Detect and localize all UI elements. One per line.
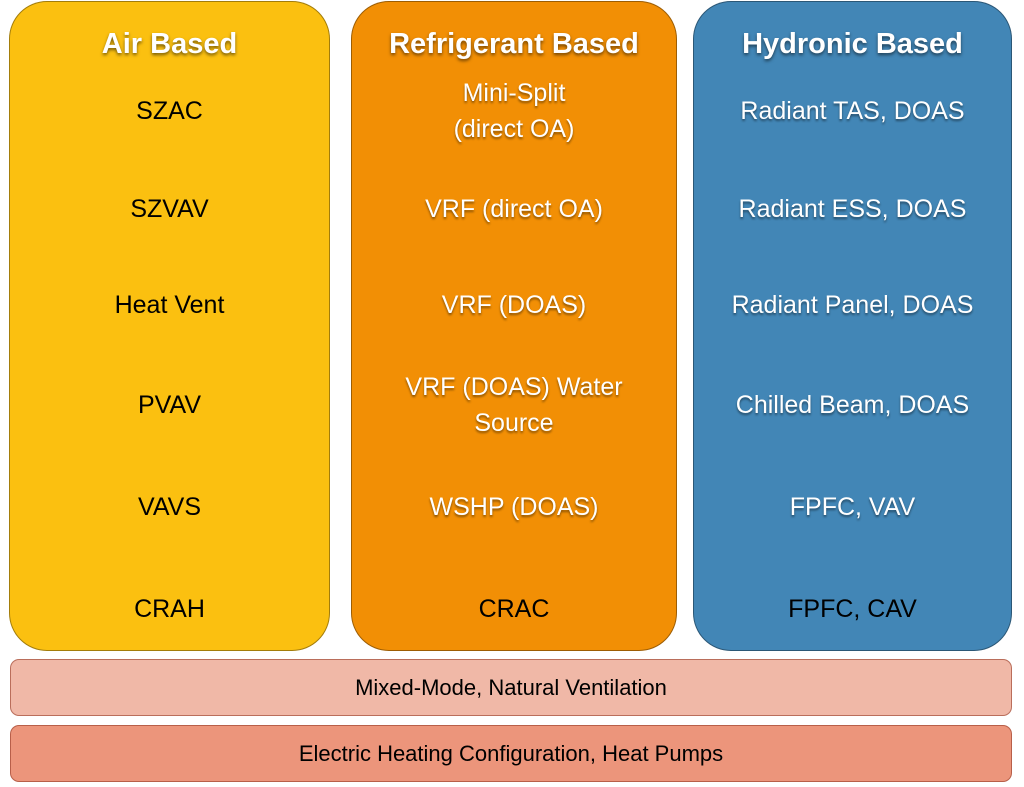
ref-item-vrf-doas: VRF (DOAS) (441, 291, 587, 319)
hydronic-based-title: Hydronic Based (742, 28, 963, 60)
air-based-column: Air Based SZAC SZVAV Heat Vent PVAV VAVS… (9, 1, 330, 651)
ref-item-wshp-doas: WSHP (DOAS) (429, 493, 599, 521)
ref-item-mini-split: Mini-Split (direct OA) (453, 79, 575, 143)
mixed-mode-label: Mixed-Mode, Natural Ventilation (355, 674, 667, 700)
hyd-item-fpfc-vav: FPFC, VAV (789, 493, 916, 521)
air-item-vavs: VAVS (138, 493, 201, 521)
ref-item-vrf-direct-oa: VRF (direct OA) (425, 195, 603, 223)
electric-heating-label: Electric Heating Configuration, Heat Pum… (298, 740, 724, 766)
hyd-item-radiant-ess: Radiant ESS, DOAS (738, 195, 967, 223)
air-item-pvav: PVAV (138, 391, 201, 419)
mixed-mode-bar: Mixed-Mode, Natural Ventilation (10, 659, 1012, 716)
hyd-item-radiant-tas: Radiant TAS, DOAS (740, 97, 965, 125)
hyd-item-chilled-beam: Chilled Beam, DOAS (735, 391, 970, 419)
hyd-item-radiant-panel: Radiant Panel, DOAS (731, 291, 974, 319)
electric-heating-bar: Electric Heating Configuration, Heat Pum… (10, 725, 1012, 782)
refrigerant-based-title: Refrigerant Based (389, 28, 639, 60)
hydronic-based-column: Hydronic Based Radiant TAS, DOAS Radiant… (693, 1, 1012, 651)
refrigerant-based-column: Refrigerant Based Mini-Split (direct OA)… (351, 1, 677, 651)
air-item-heat-vent: Heat Vent (114, 291, 225, 319)
air-item-szac: SZAC (136, 97, 203, 125)
air-based-title: Air Based (101, 28, 238, 60)
ref-item-vrf-doas-water-source: VRF (DOAS) Water Source (405, 373, 623, 437)
air-item-szvav: SZVAV (130, 195, 209, 223)
ref-item-crac: CRAC (478, 595, 550, 623)
air-item-crah: CRAH (134, 595, 205, 623)
hyd-item-fpfc-cav: FPFC, CAV (788, 595, 917, 623)
